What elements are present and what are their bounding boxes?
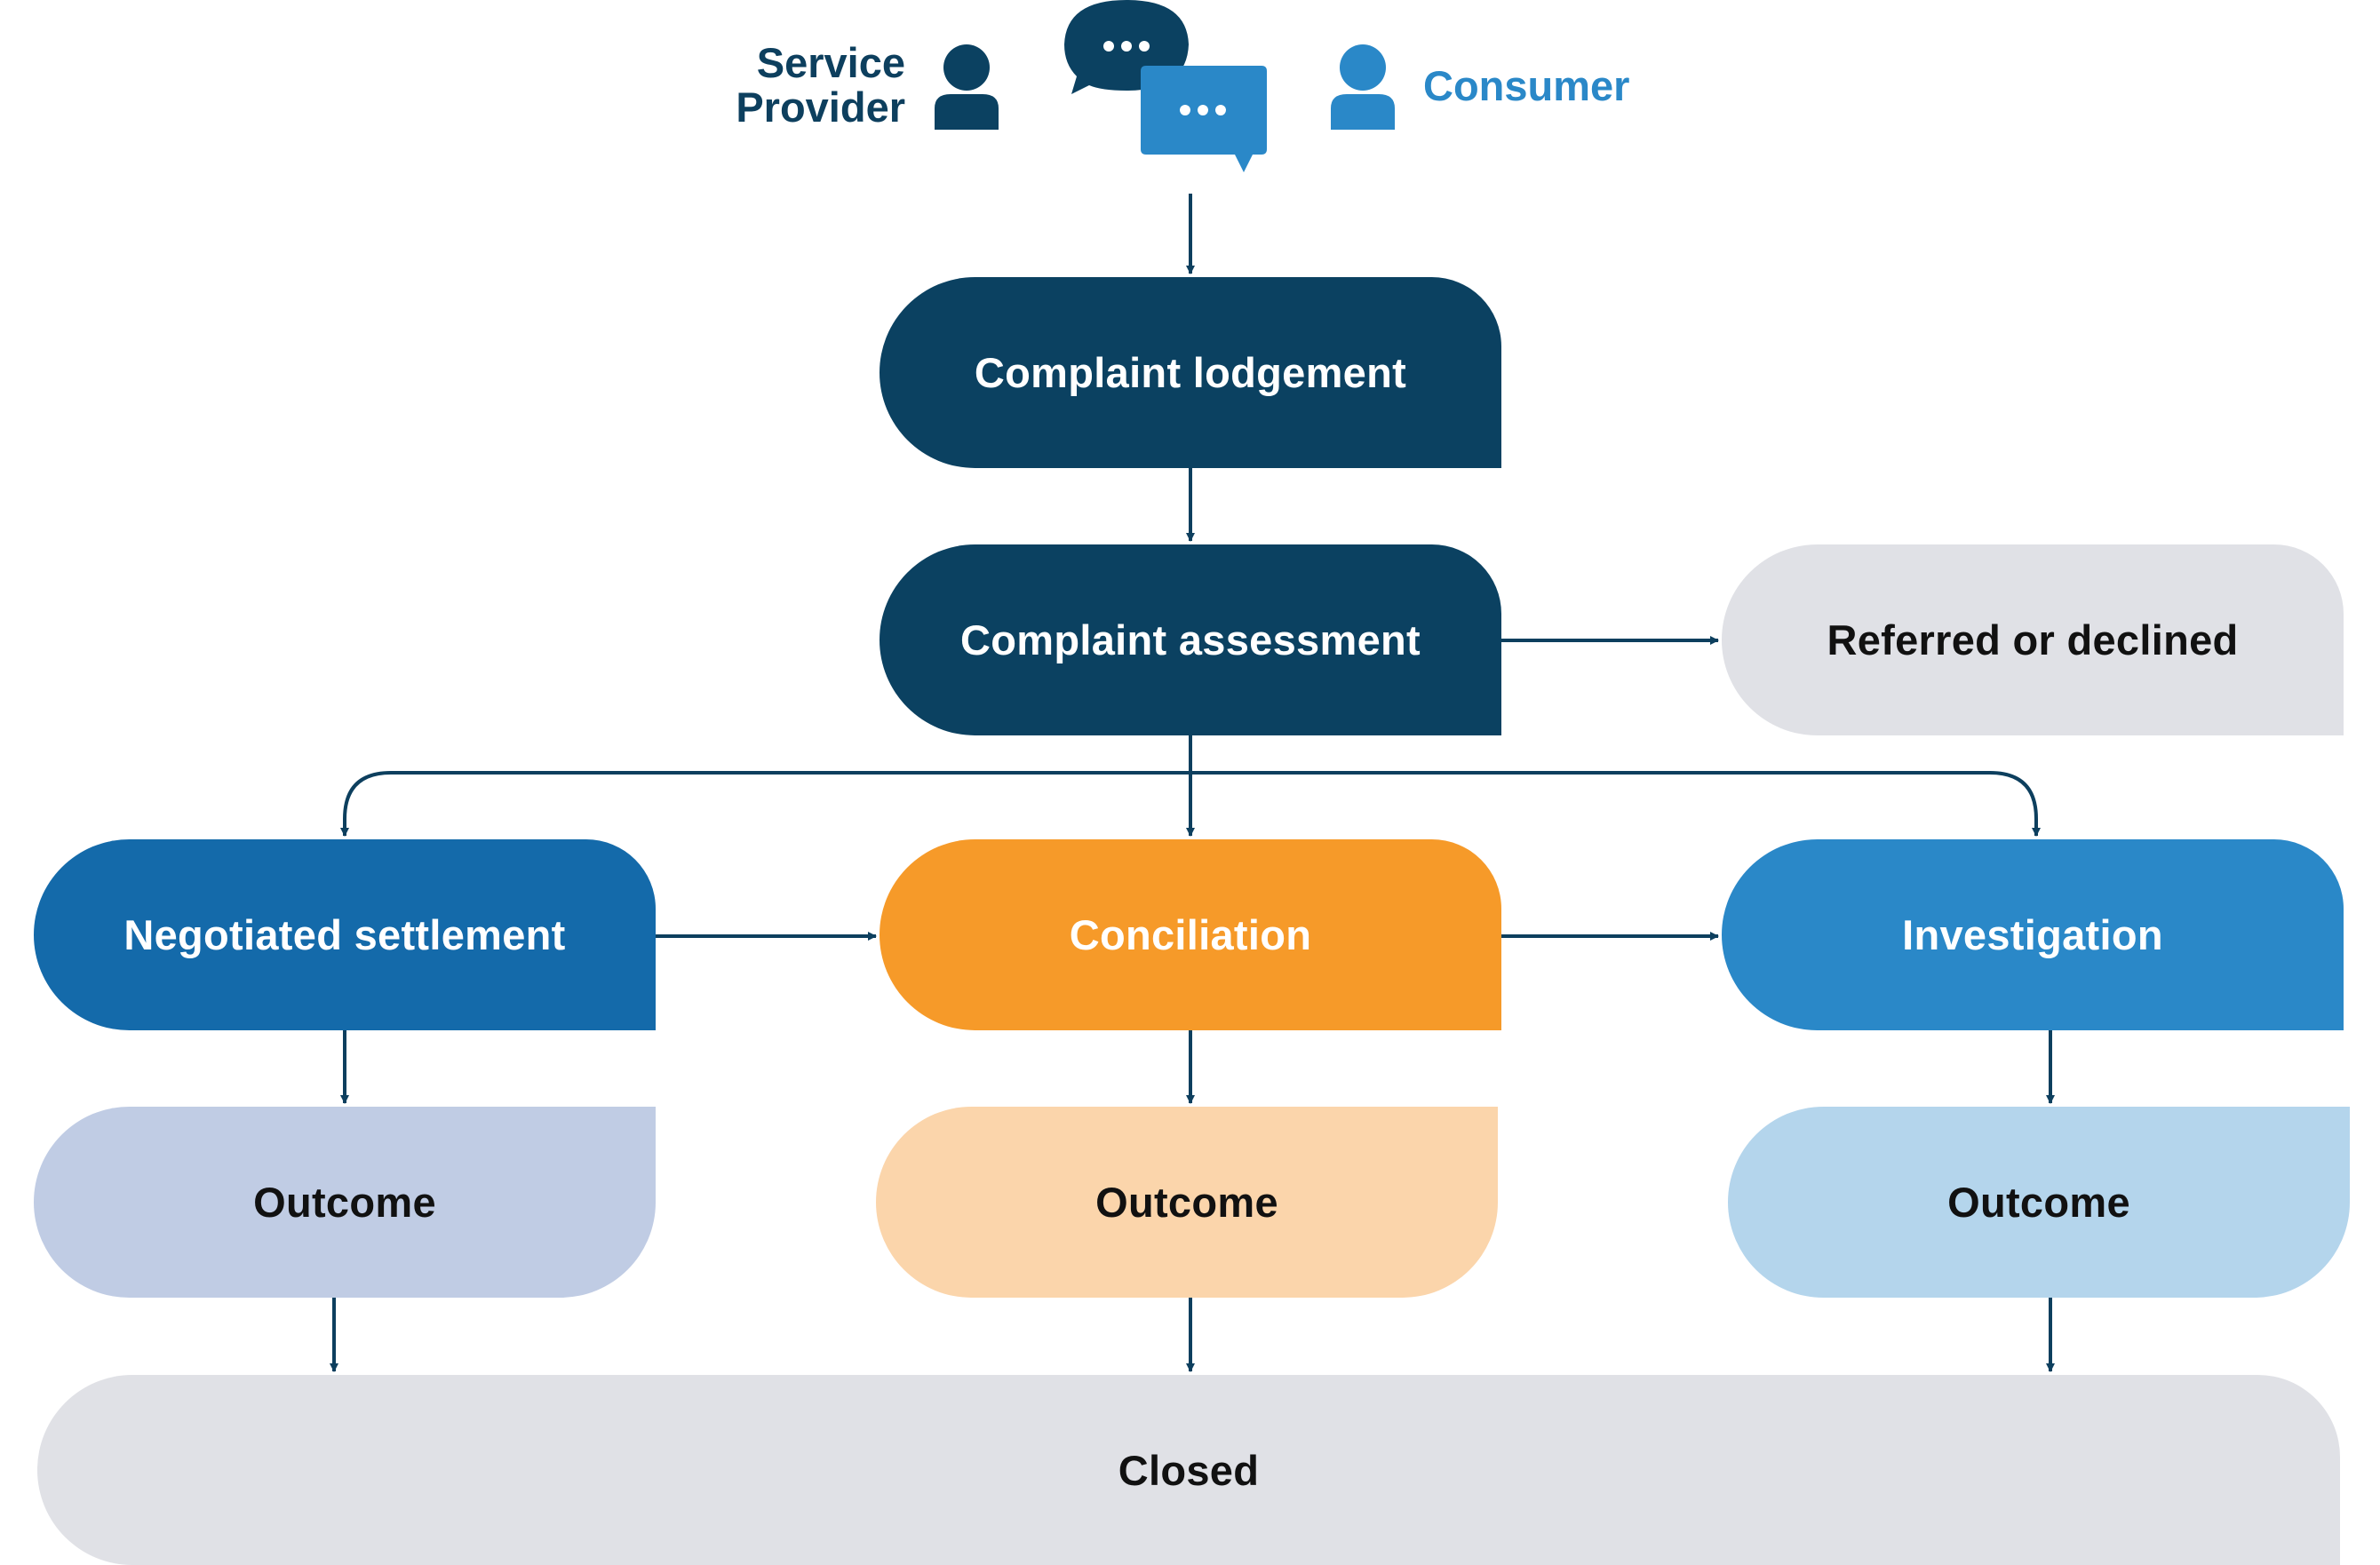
service-provider-label-line1: Service [756, 39, 905, 86]
service-provider-label-line2: Provider [736, 83, 905, 131]
complaint-assessment-node: Complaint assessment [880, 544, 1501, 735]
closed-node: Closed [37, 1375, 2340, 1565]
chat-bubbles-icon [1064, 0, 1267, 172]
conciliation-node: Conciliation [880, 839, 1501, 1030]
investigation-node: Investigation [1722, 839, 2344, 1030]
person-icon [1331, 44, 1395, 130]
arrow-to-investigation [1190, 771, 2041, 837]
negotiated-settlement-node: Negotiated settlement [34, 839, 656, 1030]
service-provider-label: Service Provider [736, 41, 905, 130]
investigation-outcome-node: Outcome [1728, 1107, 2350, 1298]
complaint-lodgement-node: Complaint lodgement [880, 277, 1501, 468]
consumer-label: Consumer [1423, 62, 1630, 109]
negotiated-outcome-node: Outcome [34, 1107, 656, 1298]
referred-or-declined-node: Referred or declined [1722, 544, 2344, 735]
arrow-to-negotiated [340, 771, 1190, 837]
person-icon [935, 44, 999, 130]
conciliation-outcome-node: Outcome [876, 1107, 1498, 1298]
